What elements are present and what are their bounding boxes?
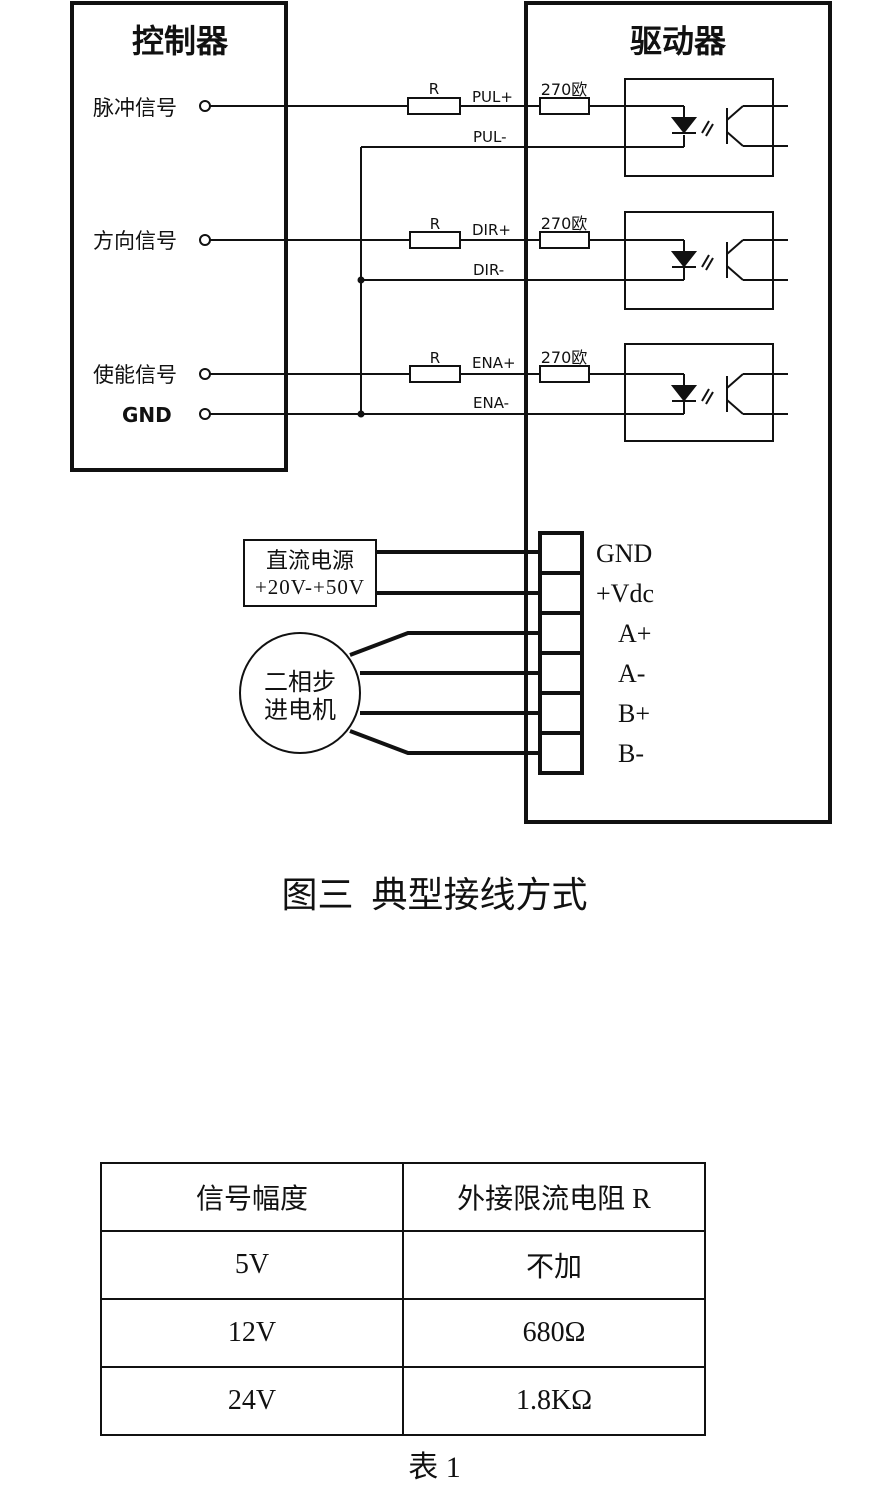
enable-signal-label: 使能信号 [93, 363, 177, 387]
optocoupler-pul [624, 78, 788, 177]
power-supply-voltage: +20V-+50V [255, 575, 365, 599]
resistor-label: R [430, 349, 440, 367]
table-header-cell: 信号幅度 [100, 1162, 404, 1232]
optocoupler-ena [624, 343, 788, 442]
terminal-block [538, 531, 584, 775]
internal-resistor-label: 270欧 [541, 214, 588, 233]
internal-resistor-ena [539, 365, 590, 383]
external-resistor-dir [409, 231, 461, 249]
gnd-terminal [199, 408, 211, 420]
gnd-signal-label: GND [122, 403, 172, 427]
table-cell: 1.8KΩ [402, 1366, 706, 1436]
table-row: 24V 1.8KΩ [100, 1366, 706, 1436]
table-cell: 5V [100, 1230, 404, 1300]
power-motor-wires [349, 550, 540, 755]
figure-caption: 图三 典型接线方式 [281, 875, 588, 915]
ena-minus-label: ENA- [473, 394, 509, 412]
controller-box [70, 1, 288, 472]
pul-plus-label: PUL+ [472, 88, 513, 106]
resistor-table: 信号幅度 外接限流电阻 R 5V 不加 12V 680Ω 24V 1.8KΩ [100, 1162, 706, 1436]
driver-title: 驱动器 [630, 22, 727, 60]
pul-minus-label: PUL- [473, 128, 507, 146]
enable-terminal [199, 368, 211, 380]
internal-wires [526, 105, 684, 415]
stepper-motor [239, 632, 361, 754]
table-caption: 表 1 [408, 1451, 461, 1484]
external-resistor-pul [407, 97, 461, 115]
direction-signal-label: 方向信号 [93, 229, 177, 253]
terminal-a-plus-label: A+ [618, 619, 651, 648]
terminal-gnd-label: GND [596, 539, 652, 568]
table-cell: 不加 [402, 1230, 706, 1300]
table-cell: 24V [100, 1366, 404, 1436]
resistor-label: R [429, 80, 439, 98]
dir-minus-label: DIR- [473, 261, 504, 279]
table-cell: 12V [100, 1298, 404, 1368]
optocoupler-dir [624, 211, 788, 310]
ena-plus-label: ENA+ [472, 354, 516, 372]
motor-label-line2: 进电机 [264, 697, 336, 724]
power-supply-label: 直流电源 [266, 548, 354, 573]
direction-terminal [199, 234, 211, 246]
terminal-b-minus-label: B- [618, 739, 644, 768]
terminal-b-plus-label: B+ [618, 699, 650, 728]
table-header-cell: 外接限流电阻 R [402, 1162, 706, 1232]
driver-box [524, 1, 832, 824]
junction-dot [357, 276, 365, 284]
resistor-label: R [430, 215, 440, 233]
power-supply-box [243, 539, 377, 607]
internal-resistor-label: 270欧 [541, 348, 588, 367]
terminal-a-minus-label: A- [618, 659, 645, 688]
wiring-diagram: 控制器 驱动器 脉冲信号 方向信号 使能信号 GND R R R PUL+ PU… [70, 1, 832, 824]
table-header-row: 信号幅度 外接限流电阻 R [100, 1162, 706, 1232]
table-row: 5V 不加 [100, 1230, 706, 1300]
junction-dot [357, 410, 365, 418]
internal-resistor-label: 270欧 [541, 80, 588, 99]
external-resistor-ena [409, 365, 461, 383]
internal-resistor-dir [539, 231, 590, 249]
pulse-terminal [199, 100, 211, 112]
table-row: 12V 680Ω [100, 1298, 706, 1368]
controller-title: 控制器 [132, 22, 229, 60]
terminal-vdc-label: +Vdc [596, 579, 654, 608]
internal-resistor-pul [539, 97, 590, 115]
table-cell: 680Ω [402, 1298, 706, 1368]
pulse-signal-label: 脉冲信号 [93, 96, 177, 120]
dir-plus-label: DIR+ [472, 221, 511, 239]
motor-label-line1: 二相步 [264, 669, 336, 696]
